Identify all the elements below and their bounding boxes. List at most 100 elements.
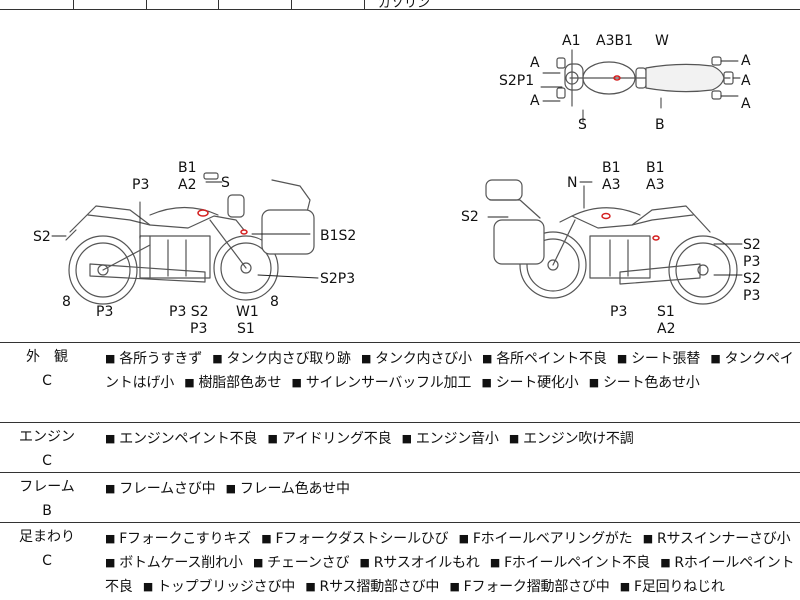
label-top-W: W [655, 33, 669, 49]
condition-item: ■チェーンさび [253, 555, 350, 571]
condition-item: ■タンク内さび小 [361, 351, 472, 367]
square-bullet-icon: ■ [184, 376, 195, 389]
label-right-A3-a: A3 [602, 177, 621, 193]
condition-item: ■アイドリング不良 [267, 431, 391, 447]
label-top-A-left-2: A [530, 93, 540, 109]
label-top-A-right-3: A [741, 96, 751, 112]
top-view-drawing [556, 49, 734, 107]
label-left-W1: W1 [236, 304, 259, 320]
condition-row-suspension: 足まわり C ■Fフォークこすりキズ ■Fフォークダストシールひび ■Fホイール… [0, 523, 800, 600]
square-bullet-icon: ■ [588, 376, 599, 389]
category-label: 足まわり [19, 529, 75, 545]
condition-item-text: シート張替 [631, 351, 701, 367]
condition-item: ■Fフォーク摺動部さび中 [449, 579, 609, 595]
condition-item-text: タンク内さび小 [375, 351, 472, 367]
condition-item: ■樹脂部色あせ [184, 375, 281, 391]
condition-item-text: フレームさび中 [119, 481, 216, 497]
label-left-8-a: 8 [62, 294, 71, 310]
label-right-S2-2: S2 [743, 271, 761, 287]
condition-item-text: 各所ペイント不良 [496, 351, 607, 367]
label-right-S2-1: S2 [743, 237, 761, 253]
condition-item: ■Rサス摺動部さび中 [305, 579, 439, 595]
square-bullet-icon: ■ [660, 556, 671, 569]
label-right-P3-2: P3 [743, 288, 761, 304]
condition-row-exterior: 外 観 C ■各所うすきず ■タンク内さび取り跡 ■タンク内さび小 ■各所ペイン… [0, 343, 800, 423]
condition-item-text: エンジン吹け不調 [523, 431, 634, 447]
square-bullet-icon: ■ [105, 556, 116, 569]
label-left-P3-top: P3 [132, 177, 150, 193]
square-bullet-icon: ■ [508, 432, 520, 445]
label-left-P3S2: P3 S2 [169, 304, 209, 320]
grade-label: C [42, 553, 52, 569]
square-bullet-icon: ■ [142, 580, 154, 593]
condition-item-text: シート色あせ小 [602, 375, 700, 391]
condition-item-text: エンジンペイント不良 [119, 431, 258, 447]
label-right-N: N [567, 175, 578, 191]
square-bullet-icon: ■ [449, 580, 460, 593]
label-right-S2: S2 [461, 209, 479, 225]
condition-item: ■Rサスオイルもれ [360, 555, 480, 571]
condition-item-text: シート硬化小 [495, 375, 579, 391]
label-left-P3-under: P3 [190, 321, 208, 337]
category-label: エンジン [19, 429, 75, 445]
label-right-B1-a: B1 [602, 160, 621, 176]
square-bullet-icon: ■ [105, 352, 116, 365]
category-label: フレーム [19, 479, 75, 495]
condition-item-text: チェーンさび [267, 555, 350, 571]
condition-item: ■トップブリッジさび中 [143, 579, 295, 595]
condition-item-text: タンク内さび取り跡 [226, 351, 351, 367]
condition-item: ■各所うすきず [105, 351, 202, 367]
condition-item: ■ボトムケース削れ小 [105, 555, 243, 571]
condition-item-text: Fホイールベアリングがた [472, 531, 633, 547]
motorcycle-drawings [51, 49, 743, 305]
square-bullet-icon: ■ [305, 580, 316, 593]
label-top-A-left-1: A [530, 55, 540, 71]
label-right-P3-1: P3 [743, 254, 761, 270]
label-right-A3-b: A3 [646, 177, 665, 193]
square-bullet-icon: ■ [401, 432, 412, 445]
condition-item-text: Fホイールペイント不良 [504, 555, 650, 571]
condition-item: ■フレーム色あせ中 [226, 481, 350, 497]
condition-item-text: 樹脂部色あせ [198, 375, 282, 391]
condition-item: ■シート色あせ小 [589, 375, 700, 391]
condition-item-text: F足回りねじれ [634, 579, 725, 595]
condition-item-text: フレーム色あせ中 [239, 481, 350, 497]
square-bullet-icon: ■ [267, 432, 278, 445]
square-bullet-icon: ■ [105, 482, 116, 495]
square-bullet-icon: ■ [105, 432, 116, 445]
condition-notes: ■エンジンペイント不良 ■アイドリング不良 ■エンジン音小 ■エンジン吹け不調 [105, 427, 797, 451]
square-bullet-icon: ■ [105, 532, 116, 545]
grade-label: C [42, 453, 52, 469]
condition-item-text: Fフォーク摺動部さび中 [463, 579, 610, 595]
condition-item-text: Fフォークこすりキズ [119, 531, 251, 547]
label-left-S2P3: S2P3 [320, 271, 356, 287]
left-side-drawing [65, 172, 315, 305]
square-bullet-icon: ■ [619, 580, 630, 593]
condition-notes: ■各所うすきず ■タンク内さび取り跡 ■タンク内さび小 ■各所ペイント不良 ■シ… [105, 347, 797, 395]
condition-row-engine: エンジン C ■エンジンペイント不良 ■アイドリング不良 ■エンジン音小 ■エン… [0, 423, 800, 473]
condition-notes: ■Fフォークこすりキズ ■Fフォークダストシールひび ■Fホイールベアリングがた… [105, 527, 797, 599]
condition-item-text: サイレンサーバッフル加工 [305, 375, 472, 391]
label-left-8-b: 8 [270, 294, 279, 310]
square-bullet-icon: ■ [482, 352, 493, 365]
condition-item-text: Rサス摺動部さび中 [319, 579, 440, 595]
condition-item: ■Rホイールペイント不良 [105, 555, 795, 595]
square-bullet-icon: ■ [261, 532, 272, 545]
condition-item: ■Fフォークこすりキズ [105, 531, 251, 547]
label-left-P3-bottom: P3 [96, 304, 114, 320]
square-bullet-icon: ■ [360, 352, 372, 365]
condition-item-text: タンクペイントはげ小 [105, 351, 794, 391]
condition-item: ■Rサスインナーさび小 [643, 531, 791, 547]
condition-item-text: Rサスオイルもれ [373, 555, 480, 571]
damage-diagram: A1 A3B1 W A S2P1 A S B A A A B1 A2 S P3 … [0, 10, 800, 343]
condition-item: ■エンジンペイント不良 [105, 431, 257, 447]
square-bullet-icon: ■ [291, 376, 302, 389]
header-cut-text: ガソリン [378, 0, 431, 11]
condition-item: ■シート張替 [617, 351, 700, 367]
label-left-S1: S1 [237, 321, 255, 337]
label-top-A1: A1 [562, 33, 581, 49]
square-bullet-icon: ■ [225, 482, 236, 495]
condition-item: ■Fフォークダストシールひび [261, 531, 448, 547]
category-label: 外 観 [26, 349, 68, 365]
condition-item: ■エンジン音小 [402, 431, 499, 447]
